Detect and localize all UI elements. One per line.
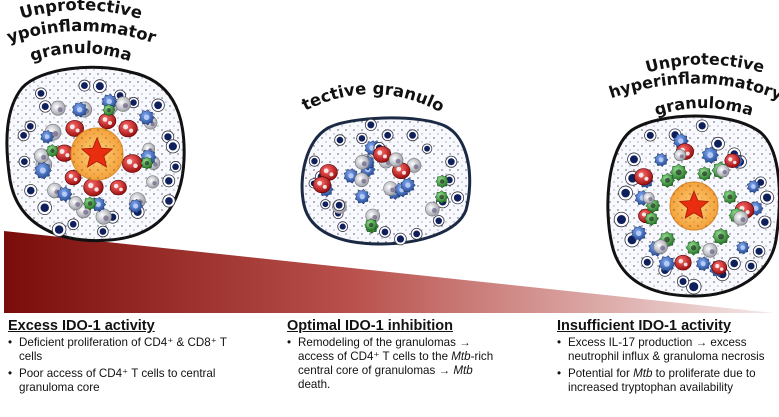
macrophage-cell	[653, 239, 668, 254]
neutrophil-cell	[98, 112, 117, 130]
neutrophil-cell	[122, 154, 143, 173]
mtb-bacteria	[80, 136, 114, 168]
macrophage-cell	[733, 210, 749, 226]
bullet-item: Deficient proliferation of CD4⁺ & CD8⁺ T…	[8, 336, 238, 364]
ido1-gradient-wedge	[4, 231, 774, 313]
bullet-list: Excess IL-17 production → excess neutrop…	[557, 336, 775, 395]
neutrophil-cell	[109, 179, 127, 196]
granuloma-protective	[300, 116, 472, 246]
neutrophil-cell	[674, 254, 692, 271]
mtb-bacteria	[678, 190, 710, 219]
bullet-list: Remodeling of the granulomas → access of…	[287, 336, 497, 392]
neutrophil-cell	[64, 170, 82, 186]
macrophage-cell	[115, 96, 131, 112]
neutrophil-cell	[711, 260, 728, 275]
column-heading: Optimal IDO-1 inhibition	[287, 318, 453, 334]
macrophage-cell	[68, 196, 83, 211]
bullet-item: Remodeling of the granulomas → access of…	[287, 336, 497, 392]
macrophage-cell	[95, 208, 112, 225]
neutrophil-cell	[634, 168, 653, 186]
macrophage-cell	[673, 149, 687, 162]
column-heading: Excess IDO-1 activity	[8, 318, 155, 334]
neutrophil-cell	[118, 119, 138, 138]
left-title-line3: granuloma	[28, 38, 135, 65]
column-excess-ido1: Excess IDO-1 activity Deficient prolifer…	[8, 318, 238, 398]
macrophage-cell	[354, 155, 370, 170]
granuloma-hypoinflammatory	[5, 65, 186, 243]
macrophage-cell	[354, 172, 369, 188]
neutrophil-cell	[312, 176, 332, 194]
macrophage-cell	[33, 148, 49, 164]
macrophage-cell	[146, 175, 160, 189]
neutrophil-cell	[65, 120, 84, 137]
macrophage-cell	[424, 201, 440, 217]
column-insufficient-ido1: Insufficient IDO-1 activity Excess IL-17…	[557, 318, 775, 398]
neutrophil-cell	[83, 178, 104, 197]
granuloma-hyperinflammatory	[606, 114, 779, 298]
macrophage-cell	[716, 164, 730, 178]
bullet-item: Poor access of CD4⁺ T cells to central g…	[8, 367, 238, 395]
neutrophil-cell	[373, 146, 392, 163]
column-optimal-ido1-inhibition: Optimal IDO-1 inhibition Remodeling of t…	[287, 318, 497, 395]
bullet-item: Excess IL-17 production → excess neutrop…	[557, 336, 775, 364]
macrophage-cell	[702, 242, 718, 258]
bullet-item: Potential for Mtb to proliferate due to …	[557, 367, 775, 395]
macrophage-cell	[642, 191, 655, 204]
macrophage-cell	[50, 100, 66, 116]
bullet-list: Deficient proliferation of CD4⁺ & CD8⁺ T…	[8, 336, 238, 395]
column-heading: Insufficient IDO-1 activity	[557, 318, 732, 334]
neutrophil-cell	[724, 153, 741, 168]
macrophage-cell	[388, 152, 404, 168]
